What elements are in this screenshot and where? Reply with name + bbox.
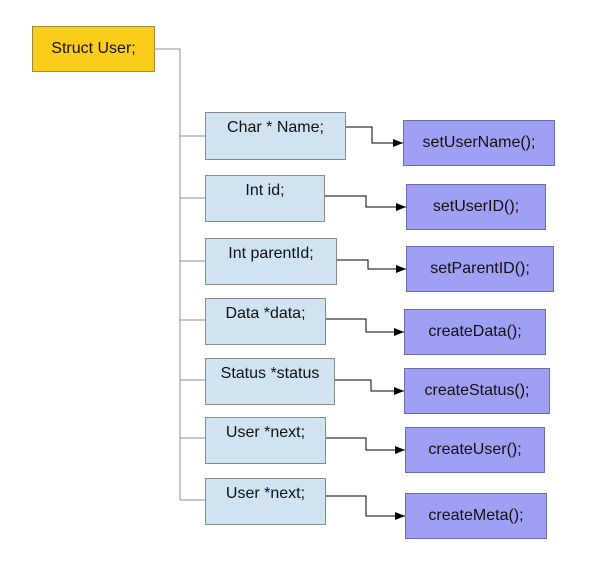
field-box-name: Char * Name; <box>205 112 346 160</box>
method-box-set-user-name: setUserName(); <box>403 120 555 166</box>
method-box-set-user-id: setUserID(); <box>406 184 546 230</box>
field-label: Int parentId; <box>228 245 314 262</box>
root-connector <box>155 48 181 500</box>
field-box-next-2: User *next; <box>205 478 326 525</box>
field-box-data: Data *data; <box>205 298 326 345</box>
method-label: setUserID(); <box>432 198 520 215</box>
method-box-create-user: createUser(); <box>405 427 545 473</box>
method-label: createMeta(); <box>428 507 524 524</box>
field-label: User *next; <box>225 424 306 441</box>
method-label: createUser(); <box>428 441 522 458</box>
arrow-connector <box>335 379 404 395</box>
field-box-id: Int id; <box>205 175 325 222</box>
method-box-create-data: createData(); <box>404 309 546 355</box>
field-label: User *next; <box>225 485 306 502</box>
struct-user-box: Struct User; <box>32 26 155 72</box>
method-box-create-status: createStatus(); <box>404 368 550 414</box>
method-label: createStatus(); <box>424 382 530 399</box>
field-box-status: Status *status <box>205 358 335 405</box>
arrow-connector <box>325 195 406 211</box>
arrow-connector <box>346 126 403 147</box>
method-label: setParentID(); <box>430 260 530 277</box>
field-label: Data *data; <box>225 305 306 322</box>
field-label: Status *status <box>220 365 320 382</box>
field-label: Char * Name; <box>227 119 324 136</box>
arrow-connector <box>337 259 406 273</box>
field-box-parent-id: Int parentId; <box>205 238 337 285</box>
field-box-next: User *next; <box>205 417 326 464</box>
arrow-connector <box>326 495 405 520</box>
method-label: setUserName(); <box>422 134 536 151</box>
field-label: Int id; <box>245 182 285 199</box>
method-box-set-parent-id: setParentID(); <box>406 246 554 292</box>
arrow-connector <box>326 437 405 454</box>
method-label: createData(); <box>428 323 522 340</box>
method-box-create-meta: createMeta(); <box>405 493 547 539</box>
struct-user-label: Struct User; <box>51 40 136 57</box>
arrow-connector <box>326 318 404 336</box>
